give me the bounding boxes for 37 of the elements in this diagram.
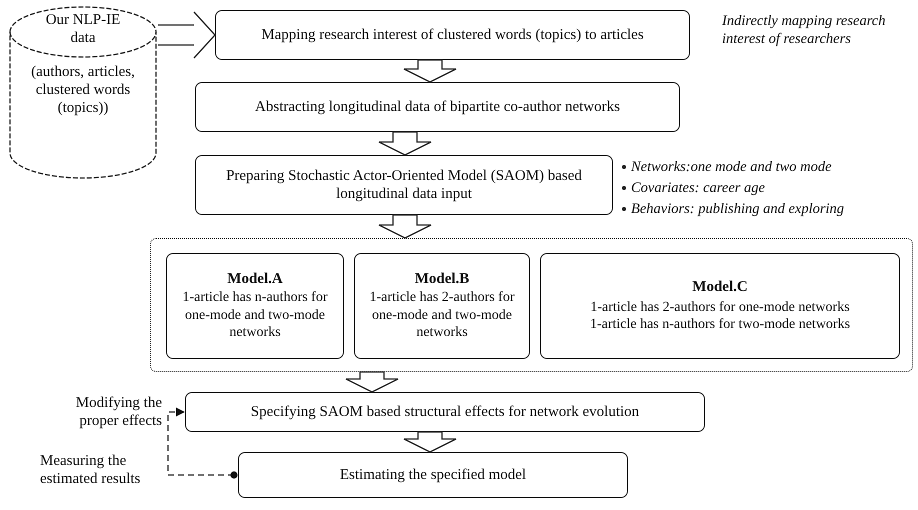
model-box bbox=[166, 253, 344, 359]
model-title: Model.C bbox=[691, 278, 749, 297]
side-label: Measuring the estimated results bbox=[40, 452, 142, 488]
process-box bbox=[195, 82, 680, 132]
database-cylinder bbox=[8, 5, 158, 180]
model-title: Model.A bbox=[226, 270, 284, 290]
model-description: 1-article has 2-authors for one-mode networks bbox=[589, 298, 851, 316]
block-arrow bbox=[345, 371, 399, 393]
block-arrow bbox=[403, 59, 457, 83]
model-description: 1-article has 2-authors for one-mode and two-mode networks bbox=[368, 289, 516, 342]
group-box bbox=[150, 238, 913, 372]
bullet-text: Covariates: career age bbox=[631, 179, 765, 198]
process-box bbox=[185, 392, 705, 432]
model-description: 1-article has n-authors for one-mode and two-mode networks bbox=[182, 289, 328, 342]
block-arrow bbox=[378, 131, 432, 156]
step-text: Abstracting longitudinal data of bipartite co-author networks bbox=[254, 98, 621, 116]
process-box bbox=[195, 155, 613, 215]
process-box bbox=[238, 452, 628, 498]
double-line-arrow bbox=[157, 11, 216, 59]
block-arrow bbox=[403, 431, 457, 453]
block-arrow bbox=[378, 214, 432, 239]
feedback-arrow bbox=[167, 408, 238, 479]
model-description: 1-article has n-authors for two-mode networks bbox=[588, 316, 852, 334]
bullet-text: Networks:one mode and two mode bbox=[631, 158, 832, 176]
side-note: Indirectly mapping research interest of researchers bbox=[722, 12, 886, 48]
database-title: Our NLP-IE data bbox=[44, 11, 122, 47]
step-text: Mapping research interest of clustered words (topics) to articles bbox=[260, 26, 645, 44]
model-box bbox=[354, 253, 530, 359]
step-text: Specifying SAOM based structural effects for network evolution bbox=[250, 403, 640, 421]
side-label: Modifying the proper effects bbox=[74, 394, 162, 430]
step-text: Preparing Stochastic Actor-Oriented Model (SAOM) based longitudinal data input bbox=[225, 167, 583, 203]
database-description: (authors, articles, clustered words (topics)) bbox=[30, 63, 136, 117]
model-box bbox=[540, 253, 900, 359]
bullet-text: Behaviors: publishing and exploring bbox=[631, 200, 844, 218]
step-text: Estimating the specified model bbox=[338, 466, 528, 484]
process-box bbox=[215, 10, 690, 60]
model-title: Model.B bbox=[414, 270, 470, 290]
